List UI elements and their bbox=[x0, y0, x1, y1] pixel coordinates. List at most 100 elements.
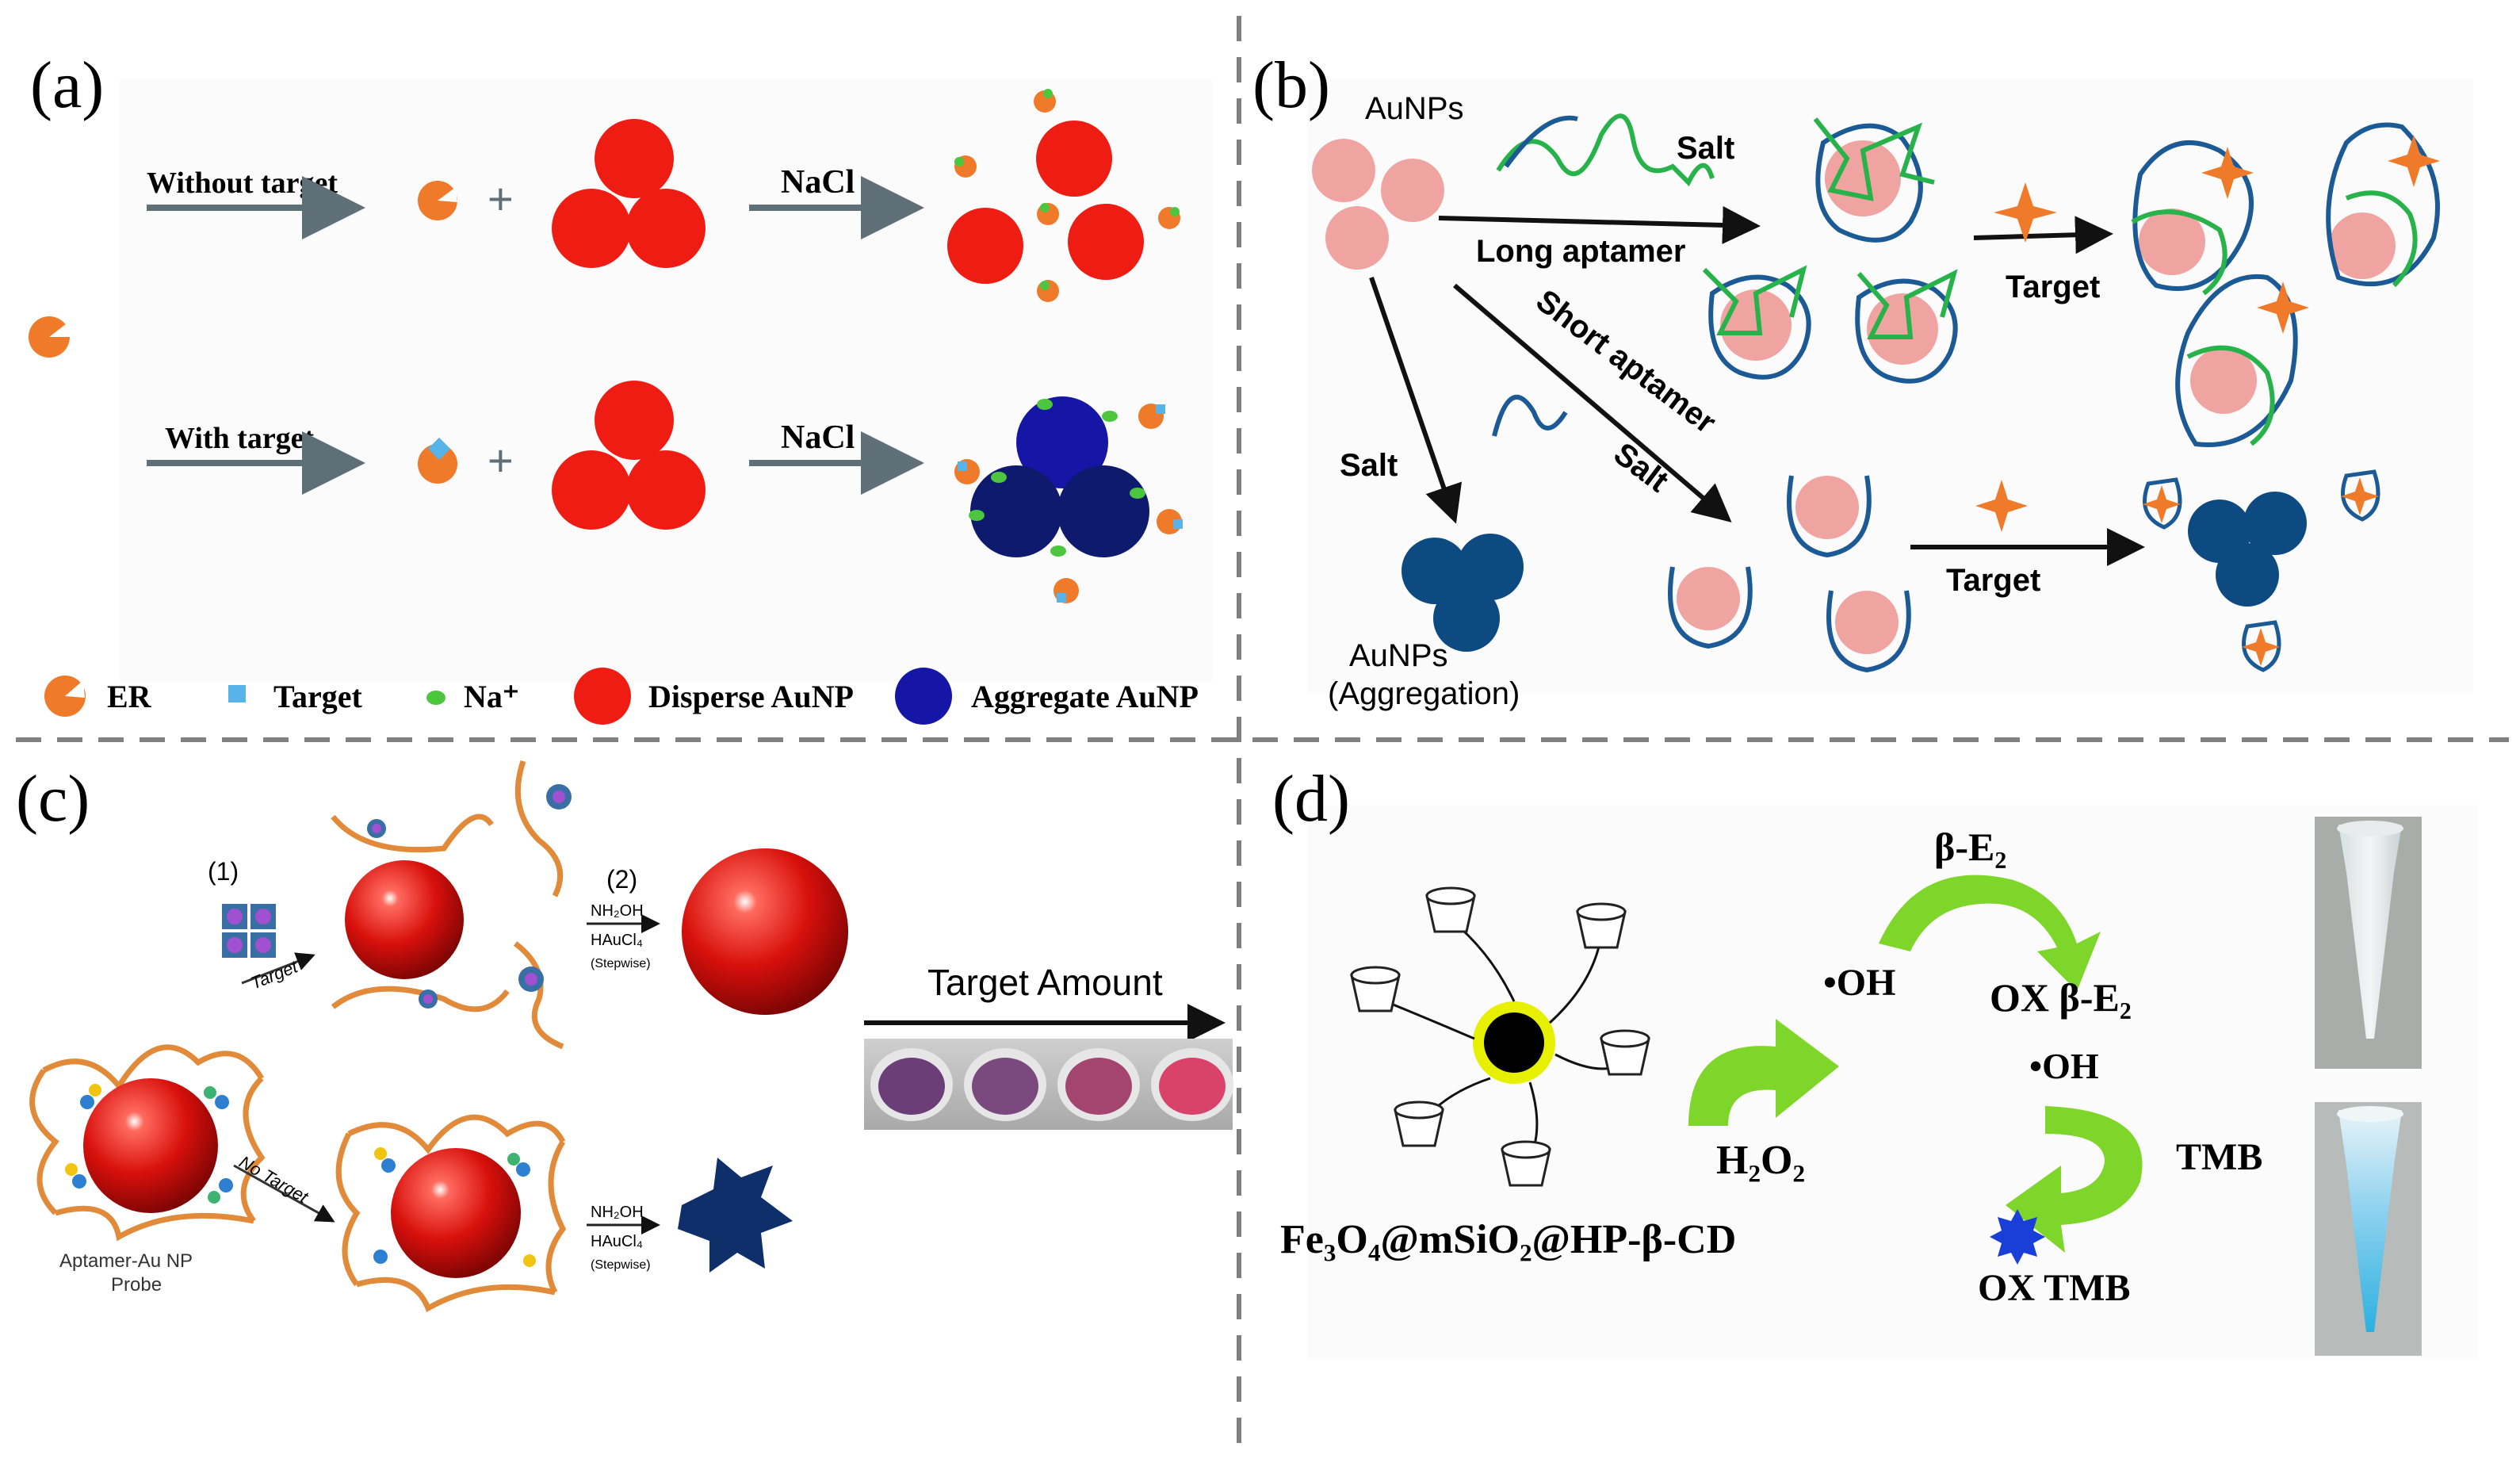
grown-red-aunp bbox=[682, 848, 848, 1015]
ox-tmb-icon bbox=[1990, 1209, 2045, 1265]
aggregation-label-line1: AuNPs bbox=[1349, 638, 1448, 673]
aggregated-aunp bbox=[1457, 534, 1524, 600]
arrow-target-c bbox=[241, 952, 315, 985]
aggregated-aunp bbox=[1433, 585, 1500, 652]
aggregate-aunp bbox=[970, 465, 1062, 557]
panel-c: (c) (1) (2) Target NH₂OH HAuCl₄ bbox=[16, 760, 1233, 1313]
legend-na: Na⁺ bbox=[464, 679, 519, 714]
disperse-aunp bbox=[947, 208, 1023, 284]
aggregated-star-aunp bbox=[678, 1158, 793, 1273]
ox-tmb-label: OX TMB bbox=[1978, 1267, 2130, 1309]
aptamer-au-np-probe bbox=[29, 1044, 266, 1242]
aggregation-label-line2: (Aggregation) bbox=[1328, 676, 1520, 711]
reagent-top-1: NH₂OH bbox=[591, 902, 644, 920]
panel-d: (d) Fe₃O₄@mSiO₂@HP-β-CD bbox=[1272, 762, 2477, 1360]
er-target-row2 bbox=[418, 444, 457, 484]
well-solution bbox=[972, 1058, 1038, 1115]
disperse-aunp bbox=[626, 450, 706, 530]
arrow-target-top bbox=[1973, 216, 2113, 255]
fe3o4-msio2-hp-beta-cd-particle bbox=[1350, 886, 1650, 1187]
reagent-top-2: HAuCl₄ bbox=[591, 932, 643, 949]
ox-beta-e2-label: OX β-E₂ bbox=[1990, 975, 2132, 1020]
plus-row1: + bbox=[488, 174, 514, 224]
long-aptamer-strand bbox=[1496, 113, 1715, 187]
salt-label-left: Salt bbox=[1340, 448, 1398, 483]
short-aptamer-strand bbox=[1492, 394, 1568, 437]
panel-b: (b) AuNPs Salt Long aptamer Short aptame… bbox=[1252, 48, 2473, 711]
disperse-aunp bbox=[595, 381, 674, 460]
probe-label-line2: Probe bbox=[111, 1274, 162, 1296]
panel-d-label: (d) bbox=[1272, 762, 1350, 836]
legend-disperse: Disperse AuNP bbox=[648, 679, 854, 714]
target-molecules bbox=[222, 904, 276, 958]
disperse-aunp bbox=[1036, 121, 1112, 197]
panel-a-label: (a) bbox=[30, 48, 104, 122]
legend-aggregate-icon bbox=[895, 668, 952, 725]
disperse-aunp bbox=[1068, 204, 1144, 280]
long-aptamer-coated-particles bbox=[1702, 117, 1958, 384]
aggregate-aunp bbox=[1057, 465, 1149, 557]
without-target-label: Without target bbox=[147, 167, 338, 200]
green-arrow-h2o2 bbox=[1688, 1019, 1839, 1126]
oh-label-1: •OH bbox=[1823, 962, 1895, 1004]
legend-a: ER Target Na⁺ Disperse AuNP Aggregate Au… bbox=[44, 668, 1199, 725]
arrow-long-aptamer bbox=[1438, 205, 1761, 244]
well-solution bbox=[1065, 1058, 1132, 1115]
disperse-aunp bbox=[595, 119, 674, 198]
tmb-label: TMB bbox=[2176, 1136, 2262, 1178]
disperse-aunp bbox=[552, 189, 631, 268]
legend-aggregate: Aggregate AuNP bbox=[971, 679, 1199, 714]
short-aptamer-coated-particles bbox=[1668, 475, 1911, 673]
free-target-aptamers bbox=[513, 760, 572, 1050]
step-1-label: (1) bbox=[208, 857, 239, 886]
aggregated-aunp bbox=[1401, 538, 1468, 604]
target-star bbox=[1994, 182, 2057, 243]
green-arrow-tmb bbox=[2006, 1106, 2143, 1253]
h2o2-label: H₂O₂ bbox=[1716, 1138, 1805, 1183]
with-target-label: With target bbox=[165, 422, 315, 455]
target-amount-label: Target Amount bbox=[927, 962, 1163, 1003]
plus-row2: + bbox=[488, 435, 514, 485]
legend-disperse-icon bbox=[574, 668, 631, 725]
nacl-label-row2: NaCl bbox=[781, 419, 855, 456]
aggregated-after-target bbox=[2188, 492, 2307, 607]
panel-b-label: (b) bbox=[1252, 48, 1330, 122]
reagent-top-3: (Stepwise) bbox=[591, 957, 651, 970]
reagent-bottom-2: HAuCl₄ bbox=[591, 1233, 643, 1250]
aunp-pink bbox=[1325, 206, 1389, 270]
nacl-label-row1: NaCl bbox=[781, 164, 855, 201]
target-bound-long-aptamers bbox=[2131, 122, 2440, 447]
probe-label-line1: Aptamer-Au NP bbox=[59, 1250, 193, 1272]
composite-label: Fe₃O₄@mSiO₂@HP-β-CD bbox=[1280, 1217, 1736, 1262]
legend-er: ER bbox=[107, 679, 152, 714]
target-star bbox=[1975, 480, 2028, 532]
na-ions-bound bbox=[969, 399, 1145, 557]
aunp-pink bbox=[1312, 139, 1375, 202]
panel-d-background bbox=[1308, 805, 2477, 1360]
arrow-short-aptamer bbox=[1453, 283, 1732, 522]
target-label-top: Target bbox=[2006, 270, 2100, 304]
legend-target: Target bbox=[273, 679, 363, 714]
well-solution bbox=[878, 1058, 945, 1115]
tube-before bbox=[2315, 817, 2422, 1069]
legend-target-icon bbox=[228, 685, 246, 702]
target-label-bottom: Target bbox=[1946, 563, 2040, 598]
well-solution bbox=[1159, 1058, 1226, 1115]
reagent-bottom-1: NH₂OH bbox=[591, 1204, 644, 1221]
long-aptamer-label: Long aptamer bbox=[1476, 234, 1685, 269]
aunp-pink bbox=[1381, 159, 1444, 222]
probe-no-target bbox=[335, 1114, 567, 1313]
salt-label-top: Salt bbox=[1677, 131, 1734, 166]
step-2-label: (2) bbox=[606, 865, 637, 894]
reagent-bottom-3: (Stepwise) bbox=[591, 1258, 651, 1272]
aunps-label: AuNPs bbox=[1365, 91, 1464, 126]
target-label-c: Target bbox=[248, 956, 301, 993]
target-bound-short-aptamers bbox=[2143, 469, 2380, 672]
arrow-salt-down bbox=[1369, 277, 1463, 524]
panel-a: (a) Without target + NaCl With target bbox=[29, 48, 1213, 725]
legend-na-icon bbox=[426, 691, 445, 705]
tube-after bbox=[2315, 1102, 2422, 1356]
arrow-no-target bbox=[233, 1164, 335, 1223]
beta-e2-label: β-E₂ bbox=[1934, 825, 2006, 869]
